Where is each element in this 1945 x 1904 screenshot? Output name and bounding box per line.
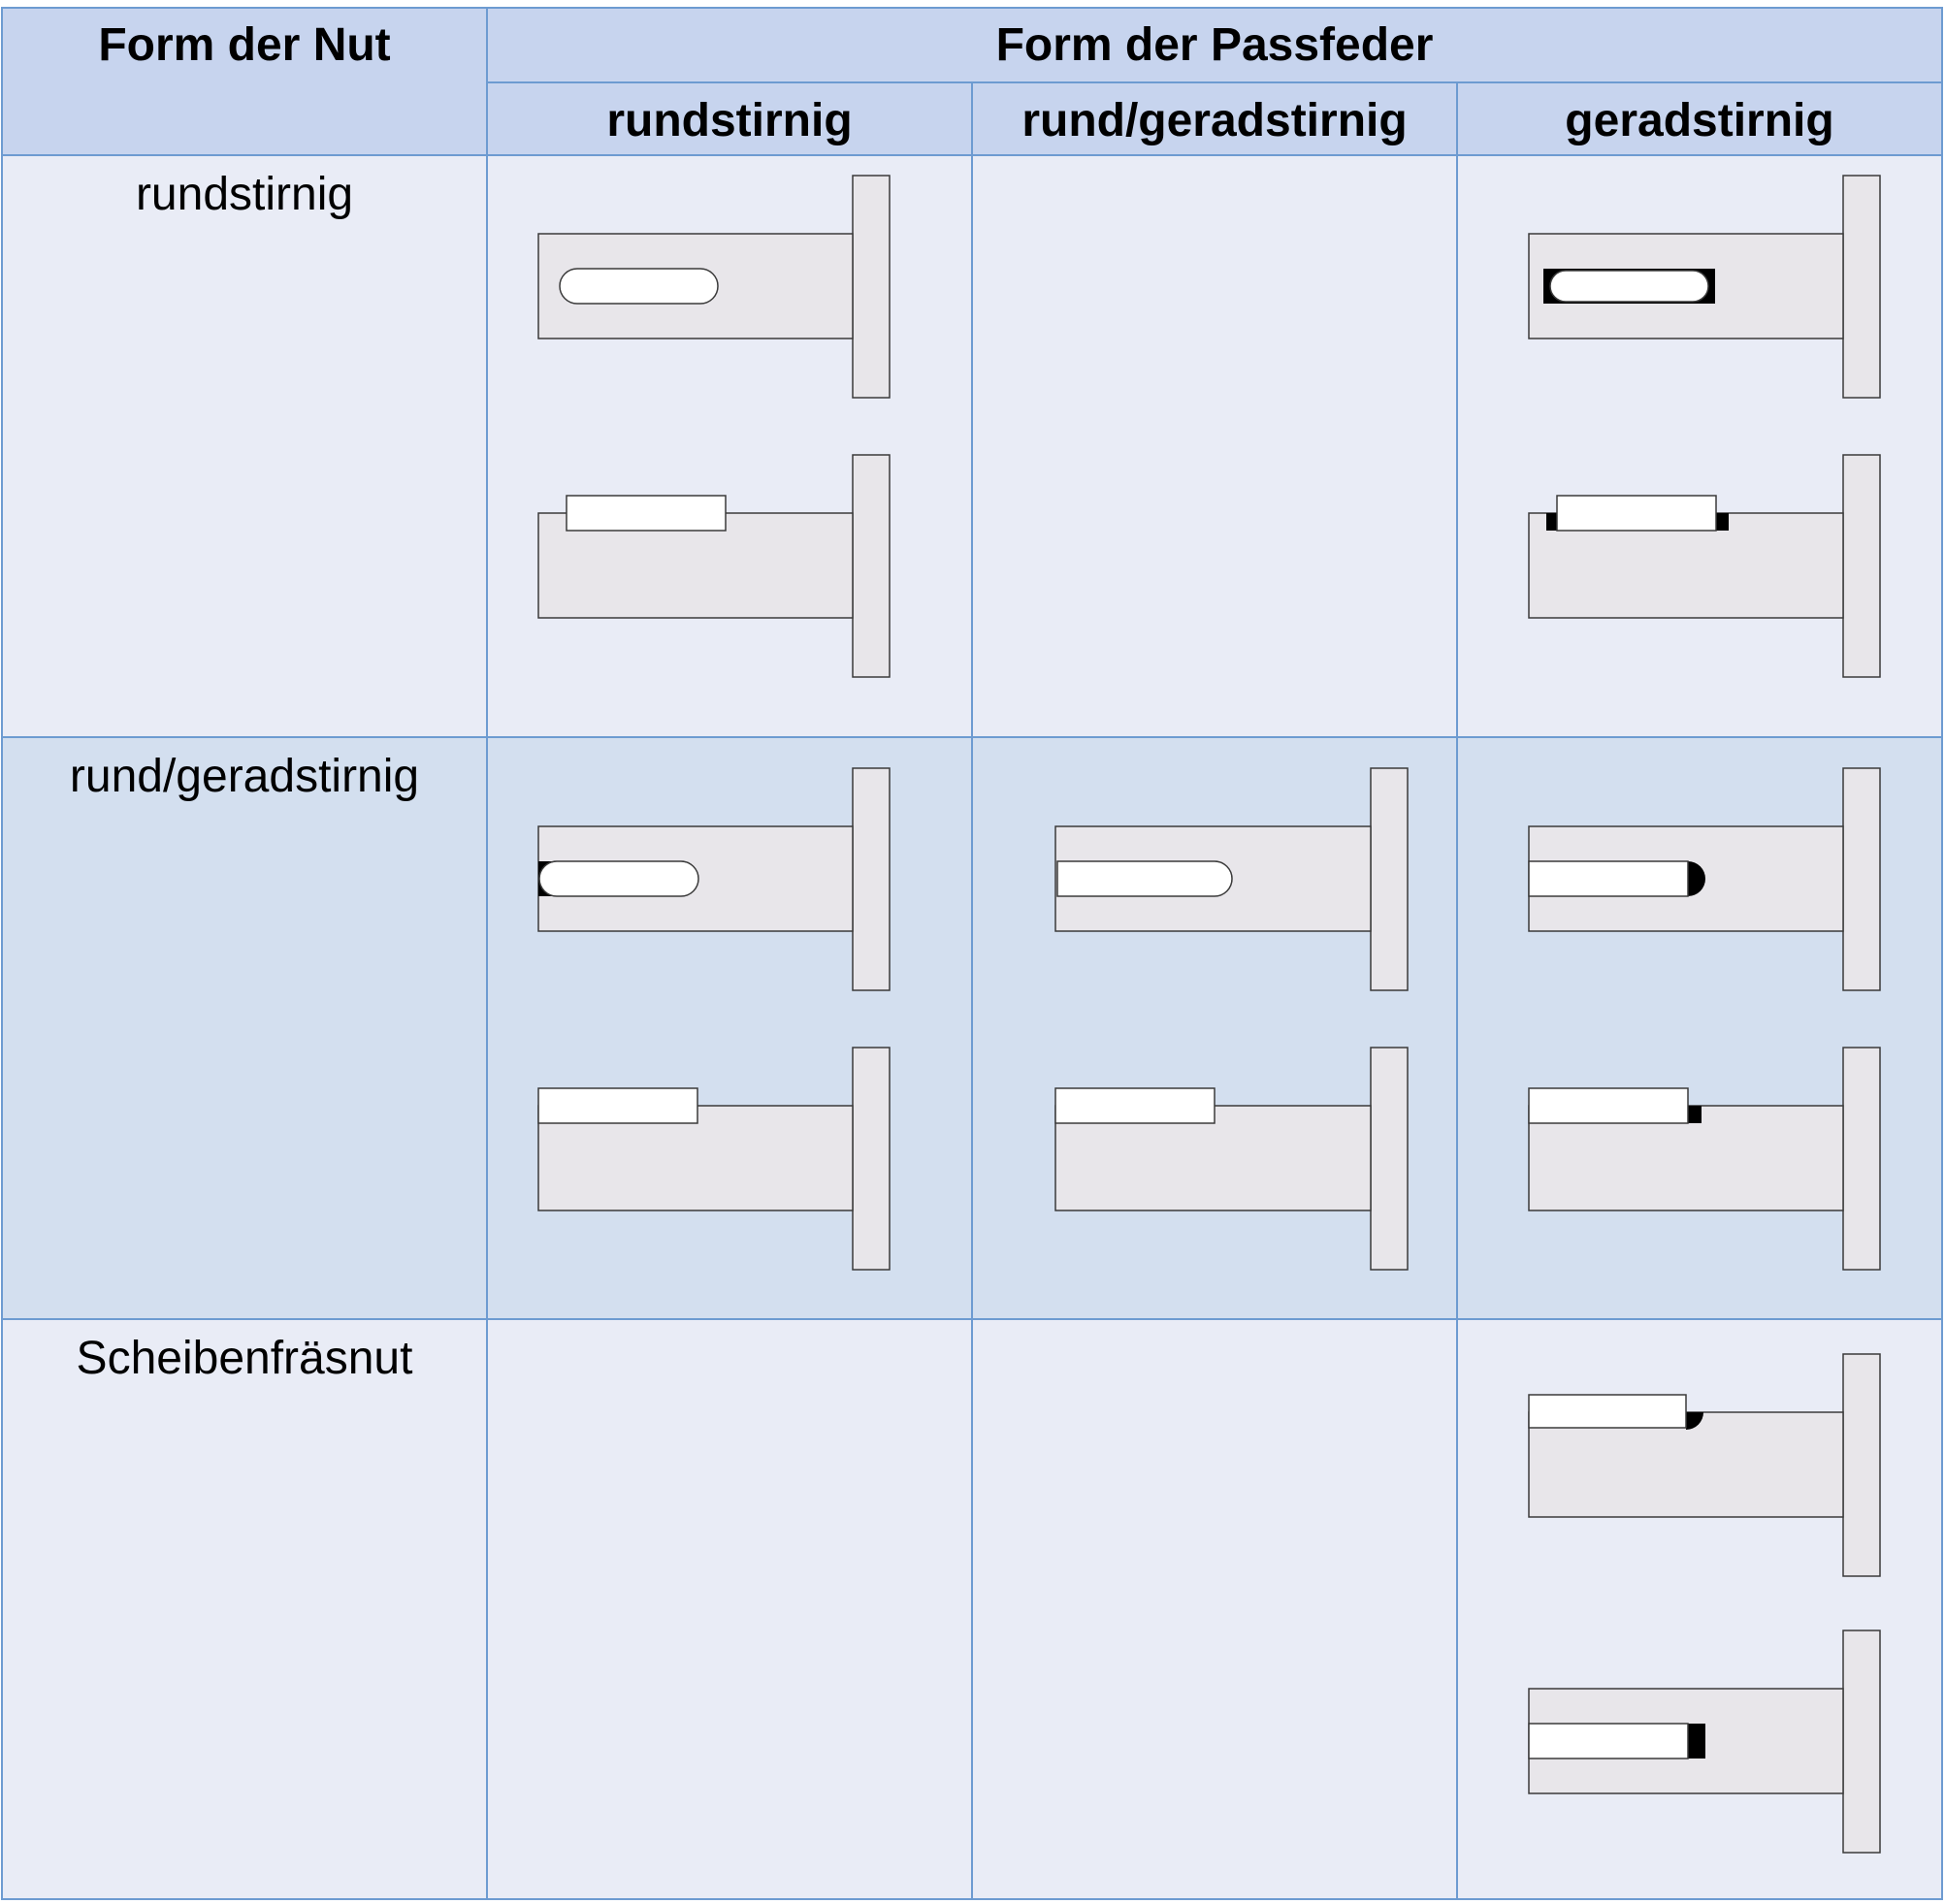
column-header-2: rund/geradstirnig [1021,95,1407,146]
key [1054,1087,1216,1124]
key-halfround [1056,860,1233,897]
hub-flange [1842,767,1881,991]
figure-r2-c1 [537,767,891,1271]
key [1556,495,1717,532]
hub-flange [1842,1630,1881,1854]
row-header-1: rundstirnig [136,169,353,220]
side-view [1528,1047,1881,1271]
key-rounded [538,860,699,897]
gap-fill [1688,1106,1702,1123]
gap-fill [1688,1724,1705,1759]
hub-flange [1842,1047,1881,1271]
hub-flange [852,175,891,399]
column-header-3: geradstirnig [1565,95,1833,146]
corner-header: Form der Nut [98,19,390,71]
figure-r2-c3 [1528,767,1881,1271]
key [537,1087,698,1124]
hub-flange [1370,767,1409,991]
hub-flange [1842,454,1881,678]
top-view [1528,767,1881,991]
side-view [537,454,891,678]
row-header-3: Scheibenfräsnut [77,1333,413,1384]
top-view [1528,1630,1881,1854]
hub-flange [852,1047,891,1271]
side-view [537,1047,891,1271]
table-grid [1,7,1943,1900]
top-view [1528,175,1881,399]
key-rounded [559,268,719,305]
top-view [537,175,891,399]
row-header-2: rund/geradstirnig [70,751,419,802]
gap-fill [1688,861,1705,896]
group-header: Form der Passfeder [996,19,1434,71]
figure-r1-c3 [1528,175,1881,678]
key [1528,1394,1687,1429]
side-view [1054,1047,1409,1271]
hub-flange [1370,1047,1409,1271]
gap-fill [1686,1412,1703,1430]
top-view [1054,767,1409,991]
key [1528,860,1689,897]
key [566,495,727,532]
hub-flange [1842,1353,1881,1577]
key-rounded [1549,270,1709,303]
figure-r3-c3 [1528,1353,1881,1854]
key [1528,1087,1689,1124]
key [1528,1723,1689,1759]
hub-flange [852,454,891,678]
hub-flange [1842,175,1881,399]
side-view [1528,454,1881,678]
column-header-1: rundstirnig [606,95,852,146]
side-view [1528,1353,1881,1577]
hub-flange [852,767,891,991]
figure-r2-c2 [1054,767,1409,1271]
figure-r1-c1 [537,175,891,678]
top-view [537,767,891,991]
